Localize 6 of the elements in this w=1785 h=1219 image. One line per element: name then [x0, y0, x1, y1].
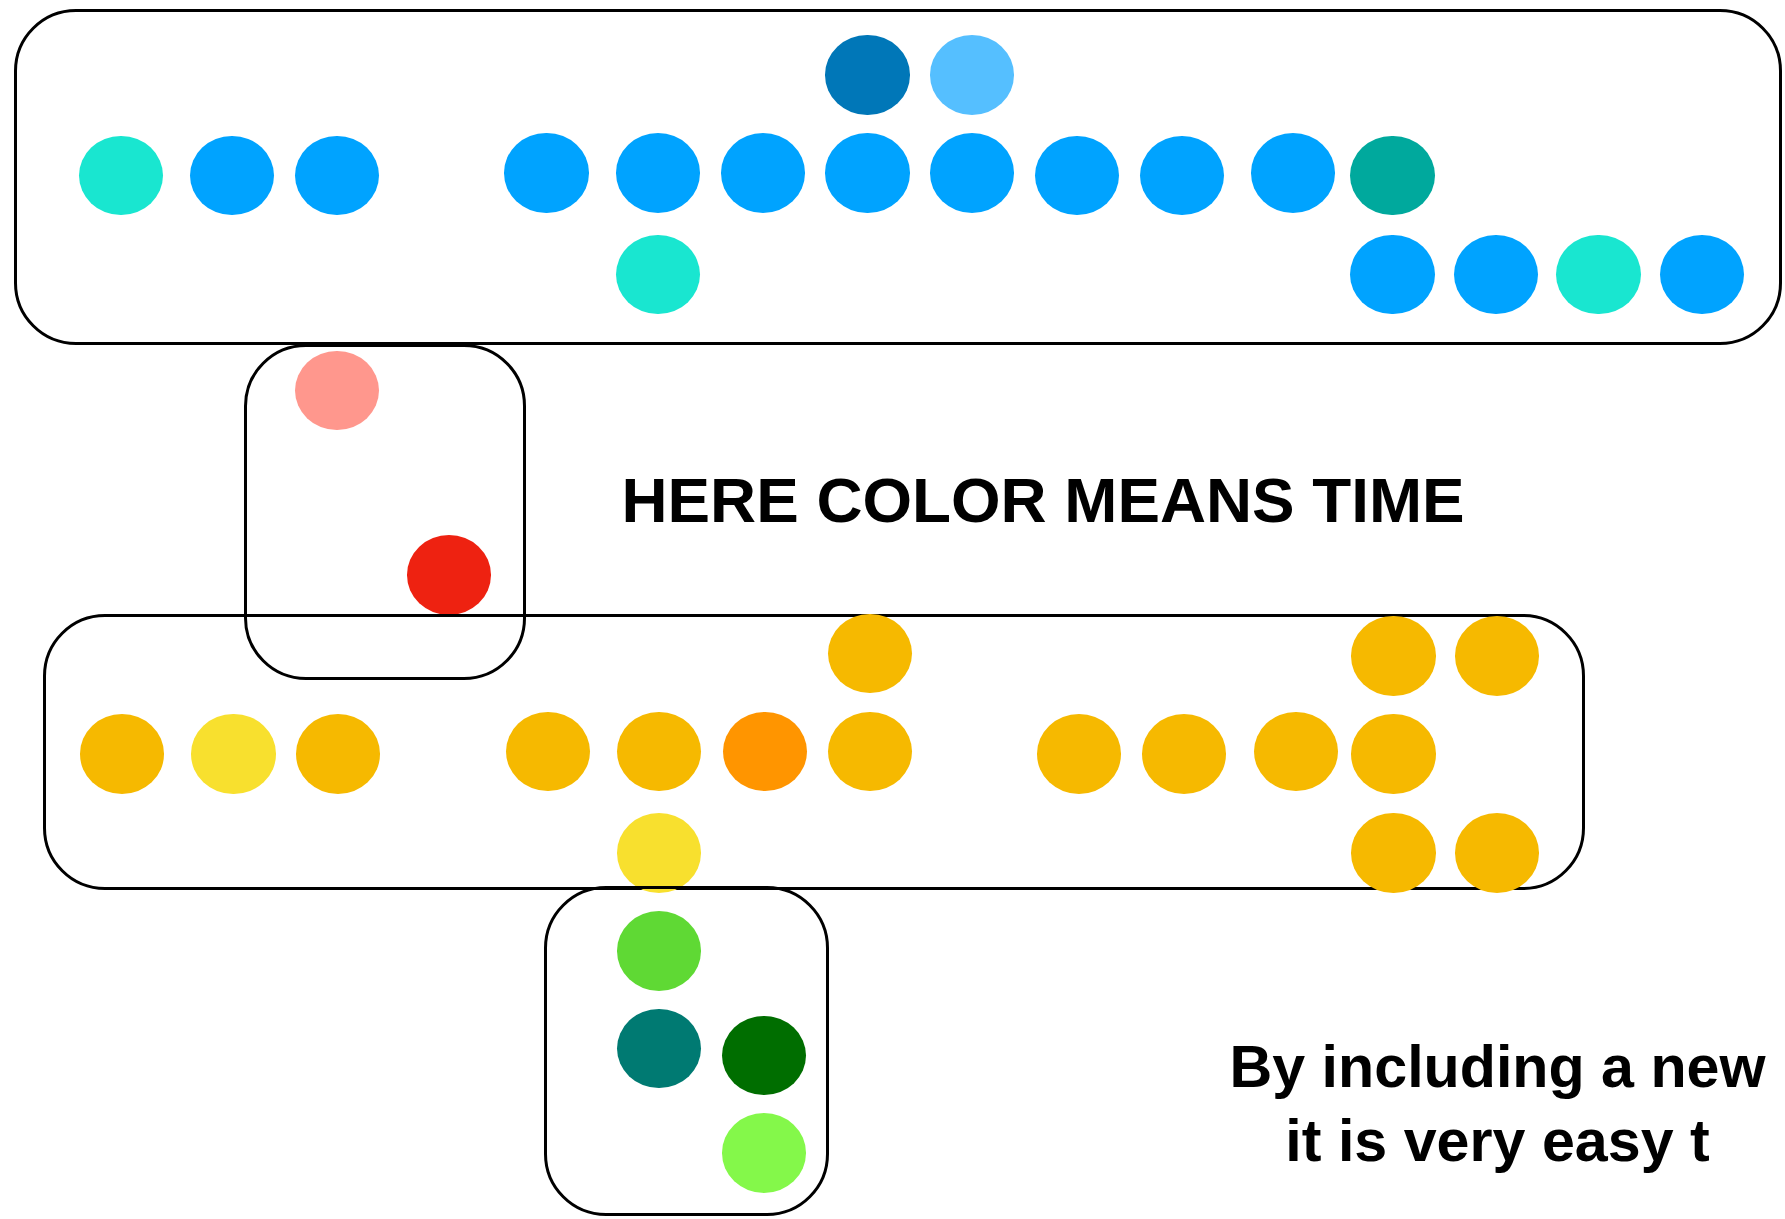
group-outline [544, 885, 829, 1216]
group-outline [243, 343, 526, 680]
group-outline [43, 613, 1585, 891]
heading-text: HERE COLOR MEANS TIME [621, 463, 1466, 539]
caption-text: By including a new it is very easy t [1228, 1032, 1767, 1177]
group-outline [13, 9, 1782, 345]
